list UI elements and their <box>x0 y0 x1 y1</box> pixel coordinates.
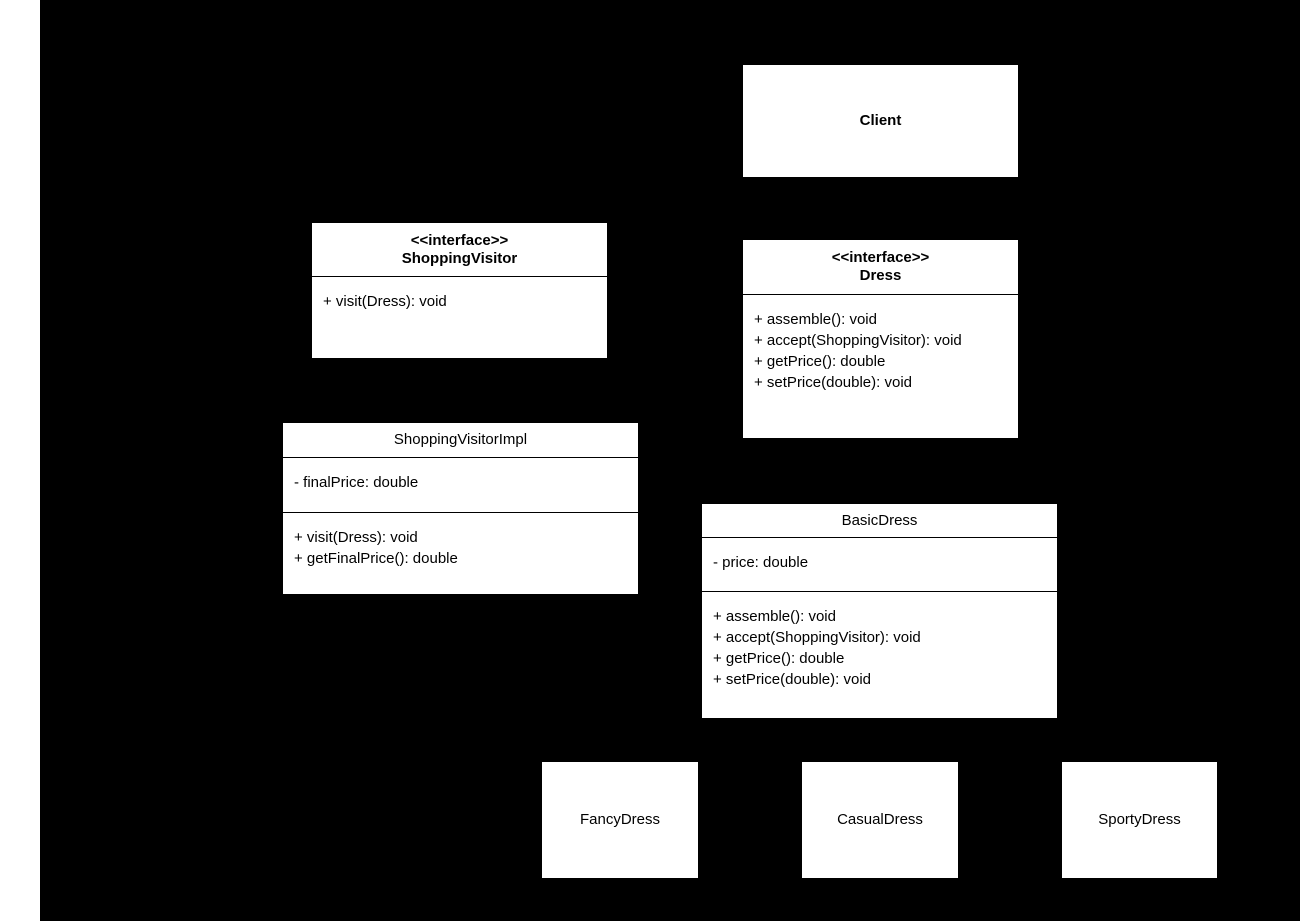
class-header-client: Client <box>743 65 1018 177</box>
stereotype-shoppingvisitor: <<interface>> <box>410 231 509 249</box>
uml-class-casualdress[interactable]: CasualDress <box>800 760 960 880</box>
class-name-casualdress: CasualDress <box>837 811 923 828</box>
method-item: + assemble(): void <box>754 311 877 328</box>
class-name-fancydress: FancyDress <box>579 811 661 828</box>
attributes-compartment-basicdress: - price: double <box>702 538 1057 592</box>
method-item: + setPrice(double): void <box>754 374 912 391</box>
class-name-dress: Dress <box>859 267 902 284</box>
attribute-item: - price: double <box>713 554 809 571</box>
method-item: + getPrice(): double <box>754 353 886 370</box>
uml-class-client[interactable]: Client <box>741 63 1020 179</box>
class-name-basicdress: BasicDress <box>841 511 918 529</box>
uml-class-fancydress[interactable]: FancyDress <box>540 760 700 880</box>
attribute-item: - finalPrice: double <box>294 474 419 491</box>
method-item: + visit(Dress): void <box>323 293 447 310</box>
class-name-shoppingvisitor: ShoppingVisitor <box>401 249 518 267</box>
class-header-sportydress: SportyDress <box>1062 762 1217 878</box>
stereotype-dress: <<interface>> <box>831 249 930 266</box>
class-name-client: Client <box>859 112 902 129</box>
uml-interface-dress[interactable]: <<interface>> Dress + assemble(): void +… <box>741 238 1020 440</box>
attributes-compartment-shoppingvisitorimpl: - finalPrice: double <box>283 458 638 513</box>
class-header-fancydress: FancyDress <box>542 762 698 878</box>
methods-compartment-basicdress: + assemble(): void + accept(ShoppingVisi… <box>702 592 1057 718</box>
uml-class-sportydress[interactable]: SportyDress <box>1060 760 1219 880</box>
method-item: + accept(ShoppingVisitor): void <box>713 629 921 646</box>
class-header-shoppingvisitorimpl: ShoppingVisitorImpl <box>283 423 638 458</box>
method-item: + visit(Dress): void <box>294 529 418 546</box>
method-item: + assemble(): void <box>713 608 836 625</box>
method-item: + getPrice(): double <box>713 650 845 667</box>
uml-class-shoppingvisitorimpl[interactable]: ShoppingVisitorImpl - finalPrice: double… <box>281 421 640 596</box>
method-item: + getFinalPrice(): double <box>294 550 458 567</box>
uml-interface-shoppingvisitor[interactable]: <<interface>> ShoppingVisitor + visit(Dr… <box>310 221 609 360</box>
method-item: + setPrice(double): void <box>713 671 871 688</box>
methods-compartment-dress: + assemble(): void + accept(ShoppingVisi… <box>743 295 1018 438</box>
class-name-shoppingvisitorimpl: ShoppingVisitorImpl <box>393 431 528 448</box>
class-header-casualdress: CasualDress <box>802 762 958 878</box>
class-header-shoppingvisitor: <<interface>> ShoppingVisitor <box>312 223 607 277</box>
class-header-basicdress: BasicDress <box>702 504 1057 538</box>
uml-class-basicdress[interactable]: BasicDress - price: double + assemble():… <box>700 502 1059 720</box>
class-header-dress: <<interface>> Dress <box>743 240 1018 295</box>
methods-compartment-shoppingvisitorimpl: + visit(Dress): void + getFinalPrice(): … <box>283 513 638 594</box>
method-item: + accept(ShoppingVisitor): void <box>754 332 962 349</box>
methods-compartment-shoppingvisitor: + visit(Dress): void <box>312 277 607 358</box>
class-name-sportydress: SportyDress <box>1098 811 1181 828</box>
